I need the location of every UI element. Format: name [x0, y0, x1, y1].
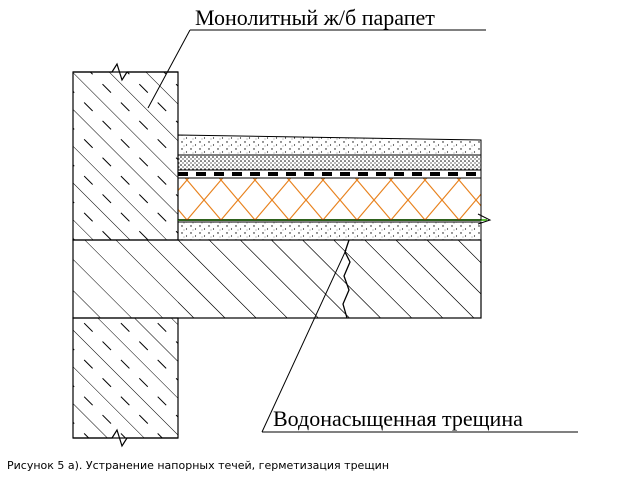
parapet-crack-diagram: Монолитный ж/б парапет Водонасыщенная тр…	[72, 5, 578, 448]
figure-caption: Рисунок 5 а). Устранение напорных течей,…	[7, 459, 390, 472]
roof-layers	[177, 134, 492, 241]
parapet-leader	[147, 29, 486, 109]
crack-leader	[261, 249, 578, 433]
floor-slab	[72, 239, 482, 319]
parapet-wall	[72, 62, 179, 241]
crack-label: Водонасыщенная трещина	[273, 406, 523, 431]
lower-wall	[72, 317, 179, 448]
parapet-label: Монолитный ж/б парапет	[195, 5, 435, 30]
